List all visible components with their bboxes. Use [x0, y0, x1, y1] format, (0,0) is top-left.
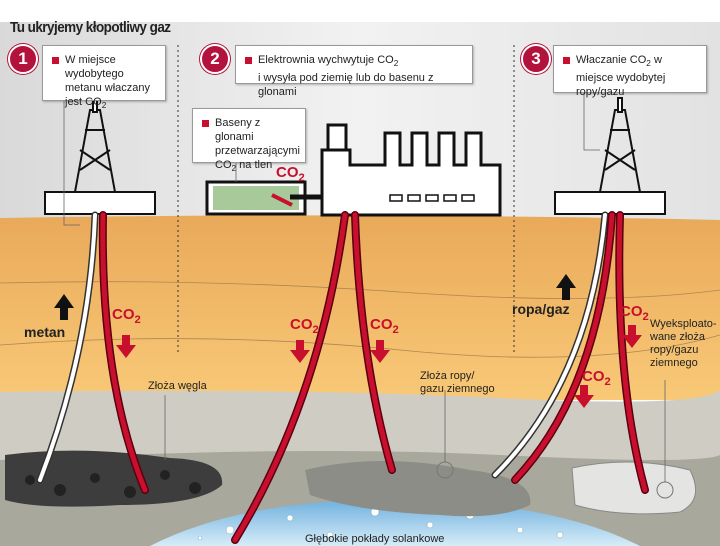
oil-gas-flow-label: ropa/gaz — [512, 301, 570, 317]
co2-label: CO2 — [582, 368, 611, 388]
co2-label: CO2 — [620, 303, 649, 323]
bullet-icon — [202, 120, 209, 127]
step-2-badge: 2 — [200, 44, 230, 74]
bullet-icon — [563, 57, 570, 64]
methane-label: metan — [24, 324, 66, 340]
page-title: Tu ukryjemy kłopotliwy gaz — [10, 19, 171, 36]
co2-label: CO2 — [290, 316, 319, 336]
water-bubbles — [197, 507, 564, 541]
oil-gas-deposit-label: Złoża ropy/ gazu ziemnego — [420, 370, 495, 395]
co2-label: CO2 — [276, 164, 305, 184]
step-1-badge: 1 — [8, 44, 38, 74]
step-3-caption: Właczanie CO2 w miejsce wydobytej ropy/g… — [553, 45, 707, 98]
bullet-icon — [245, 57, 252, 64]
oil-gas-deposit — [305, 461, 531, 517]
step-1-caption: W miejsce wydobytego metanu właczany jes… — [42, 45, 166, 110]
dividers — [177, 45, 515, 355]
saline-water — [150, 499, 640, 546]
algae-caption: Baseny z glonami przetwarzającymi CO2 na… — [192, 108, 306, 173]
co2-label: CO2 — [112, 306, 141, 326]
coal-nuggets — [25, 470, 201, 498]
saline-aquifer-label: Głębokie pokłady solankowe — [305, 533, 445, 545]
depleted-deposit-label: Wyeksploato- wane złoża ropy/gazu ziemne… — [650, 318, 717, 369]
arrows — [54, 193, 642, 408]
power-plant — [320, 123, 502, 217]
pipes — [36, 211, 649, 544]
leader-lines — [63, 92, 666, 482]
up-arrow-icon — [556, 274, 576, 300]
depleted-deposit — [571, 461, 697, 515]
derrick-3 — [554, 97, 666, 215]
co2-label: CO2 — [370, 316, 399, 336]
step-3-badge: 3 — [521, 44, 551, 74]
bullet-icon — [52, 57, 59, 64]
up-arrow-icon — [54, 294, 74, 320]
coal-deposit-label: Złoża węgla — [148, 380, 207, 392]
algae-basin — [205, 180, 322, 216]
